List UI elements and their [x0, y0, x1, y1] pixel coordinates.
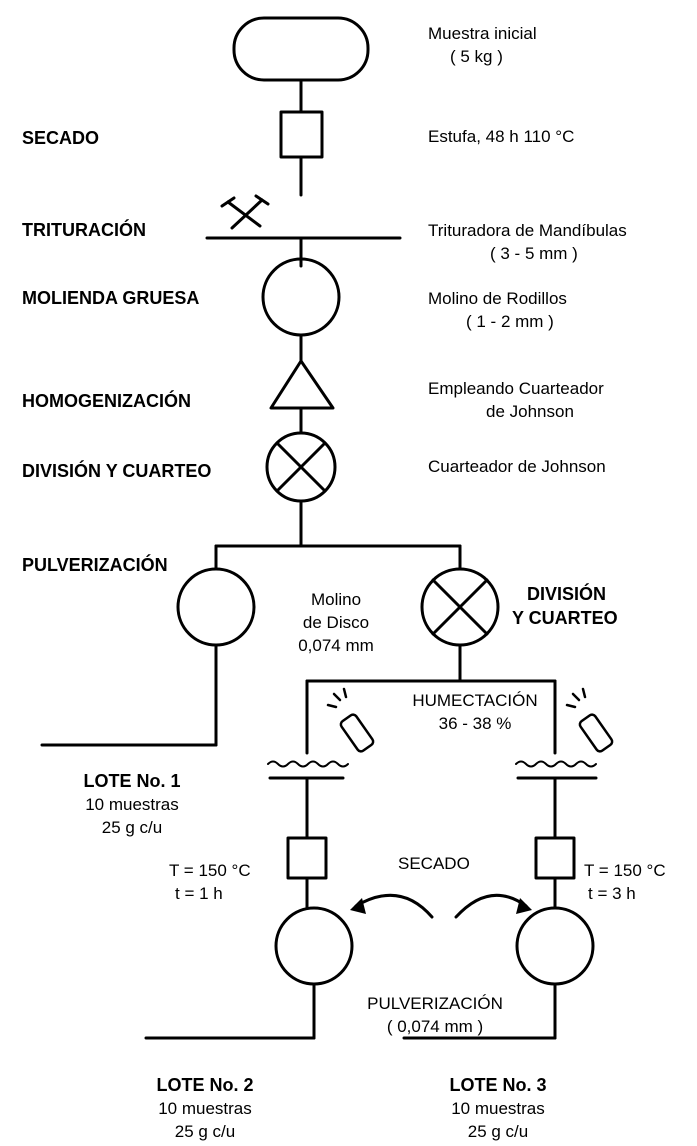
- right-pulverizer-circle: [515, 906, 595, 986]
- right-curved-arrow: [454, 893, 528, 919]
- note-humectacion: HUMECTACIÓN: [412, 691, 538, 710]
- note-pulverizacion-size: ( 0,074 mm ): [386, 1017, 484, 1036]
- riffle-splitter-symbol: [265, 431, 337, 503]
- note-molino-rodillos: Molino de Rodillos: [428, 289, 567, 308]
- note-trituradora-size: ( 3 - 5 mm ): [490, 244, 578, 263]
- left-spray-wave: [267, 760, 349, 768]
- note-pulverizacion-bottom: PULVERIZACIÓN: [367, 994, 503, 1013]
- crusher-hammers-icon: [220, 194, 270, 230]
- note-estufa: Estufa, 48 h 110 °C: [428, 127, 575, 146]
- lote-3-title: LOTE No. 3: [449, 1075, 547, 1095]
- stage-homogenizacion: HOMOGENIZACIÓN: [22, 391, 191, 411]
- drying-oven-square: [279, 110, 324, 159]
- note-molino-disco: Molino: [310, 590, 362, 609]
- lote-1-count: 10 muestras: [85, 795, 179, 814]
- left-curved-arrow: [354, 893, 434, 919]
- lote-3-count: 10 muestras: [451, 1099, 545, 1118]
- note-molino-disco-size: 0,074 mm: [298, 636, 374, 655]
- note-muestra-inicial: Muestra inicial: [428, 24, 537, 43]
- lote-2-title: LOTE No. 2: [156, 1075, 254, 1095]
- note-molino-rodillos-size: ( 1 - 2 mm ): [466, 312, 554, 331]
- right-spray-wave: [515, 760, 597, 768]
- spray-bottle-icon: [326, 687, 375, 753]
- note-empleando-johnson: de Johnson: [486, 402, 574, 421]
- note-trituradora: Trituradora de Mandíbulas: [428, 221, 627, 240]
- left-drying-square: [286, 836, 328, 880]
- stage-cuarteo-right: Y CUARTEO: [512, 608, 618, 628]
- spray-bottle-icon: [565, 687, 614, 753]
- disk-mill-circle: [176, 567, 256, 647]
- note-empleando: Empleando Cuarteador: [428, 379, 604, 398]
- stage-trituracion: TRITURACIÓN: [22, 220, 146, 240]
- right-drying-square: [534, 836, 576, 880]
- lote-2-mass: 25 g c/u: [174, 1122, 236, 1141]
- stage-division-right: DIVISIÓN: [527, 584, 607, 604]
- note-humectacion-pct: 36 - 38 %: [438, 714, 512, 733]
- initial-sample-capsule: [232, 16, 370, 82]
- roller-mill-circle: [261, 257, 341, 337]
- stage-division-cuarteo: DIVISIÓN Y CUARTEO: [22, 461, 212, 481]
- note-muestra-peso: ( 5 kg ): [450, 47, 503, 66]
- homogenization-triangle: [269, 359, 335, 410]
- riffle-splitter-right-symbol: [420, 567, 500, 647]
- lote-1-mass: 25 g c/u: [101, 818, 163, 837]
- left-arrowhead: [350, 898, 366, 914]
- note-time-right: t = 3 h: [588, 884, 636, 903]
- right-arrowhead: [516, 898, 532, 914]
- note-time-left: t = 1 h: [175, 884, 223, 903]
- note-temp-right: T = 150 °C: [584, 861, 666, 880]
- lote-2-count: 10 muestras: [158, 1099, 252, 1118]
- note-temp-left: T = 150 °C: [169, 861, 251, 880]
- stage-pulverizacion: PULVERIZACIÓN: [22, 555, 168, 575]
- lote-3-mass: 25 g c/u: [467, 1122, 529, 1141]
- note-cuarteador: Cuarteador de Johnson: [428, 457, 606, 476]
- stage-secado: SECADO: [22, 128, 100, 148]
- stage-molienda-gruesa: MOLIENDA GRUESA: [22, 288, 200, 308]
- note-secado-bottom: SECADO: [398, 854, 470, 873]
- left-pulverizer-circle: [274, 906, 354, 986]
- note-molino-disco-2: de Disco: [302, 613, 370, 632]
- lote-1-title: LOTE No. 1: [83, 771, 181, 791]
